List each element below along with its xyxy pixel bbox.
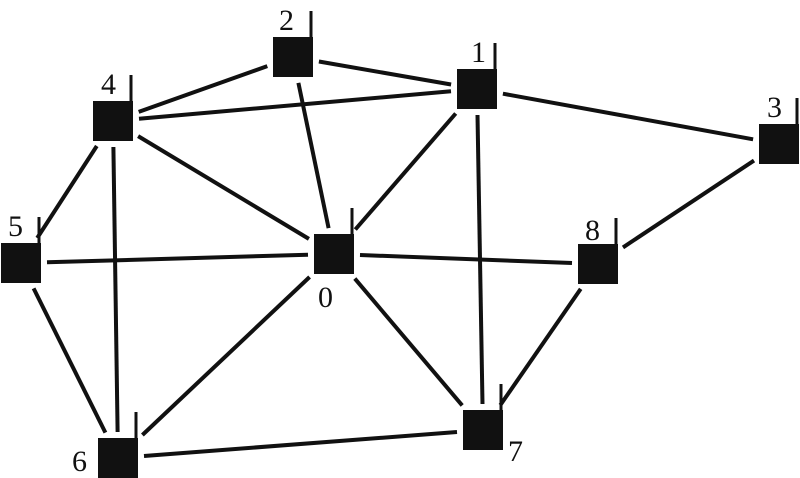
edge-4-1 <box>138 89 452 121</box>
node-7: 7 <box>463 384 523 468</box>
node-box <box>314 234 354 274</box>
antenna-icon <box>119 75 133 105</box>
antenna-icon <box>124 412 138 442</box>
edge-2-1 <box>318 59 452 87</box>
antenna-icon <box>489 384 503 414</box>
edges <box>31 59 756 458</box>
node-box <box>759 124 799 164</box>
edge-4-5 <box>35 144 99 240</box>
node-6: 6 <box>72 412 138 478</box>
antenna-icon <box>27 217 41 247</box>
antenna-icon <box>785 98 799 128</box>
node-box <box>463 410 503 450</box>
node-label: 5 <box>8 210 23 243</box>
edge-0-8 <box>359 253 573 265</box>
node-label: 6 <box>72 445 87 478</box>
edge-4-6 <box>111 146 120 433</box>
edge-6-7 <box>143 430 458 458</box>
edge-2-4 <box>138 64 268 114</box>
edge-3-8 <box>621 158 756 250</box>
antenna-icon <box>483 43 497 73</box>
node-label: 0 <box>318 281 333 314</box>
node-4: 4 <box>93 68 133 141</box>
node-2: 2 <box>273 4 313 77</box>
node-label: 2 <box>279 4 294 37</box>
node-box <box>273 37 313 77</box>
edge-5-0 <box>46 252 309 265</box>
edge-0-6 <box>141 275 311 437</box>
wireless-node-icon <box>759 98 799 164</box>
node-label: 4 <box>101 68 116 101</box>
antenna-icon <box>299 11 313 41</box>
node-5: 5 <box>1 210 41 283</box>
nodes: 0 1 2 3 4 5 6 7 8 <box>1 4 799 478</box>
wireless-node-icon <box>98 412 138 478</box>
node-8: 8 <box>578 214 618 284</box>
edge-1-3 <box>502 91 754 142</box>
node-label: 8 <box>585 214 600 247</box>
edge-1-0 <box>353 112 458 231</box>
node-box <box>1 243 41 283</box>
node-label: 1 <box>471 36 486 69</box>
wireless-node-icon <box>578 218 618 284</box>
antenna-icon <box>604 218 618 248</box>
antenna-icon <box>340 208 354 238</box>
wireless-node-icon <box>463 384 503 450</box>
wireless-node-icon <box>314 208 354 274</box>
edge-0-7 <box>353 277 464 407</box>
edge-8-7 <box>498 287 583 407</box>
edge-2-0 <box>296 82 331 229</box>
wireless-node-icon <box>1 217 41 283</box>
wireless-node-icon <box>93 75 133 141</box>
wireless-node-icon <box>273 11 313 77</box>
node-box <box>93 101 133 141</box>
node-label: 7 <box>508 435 523 468</box>
node-box <box>457 69 497 109</box>
node-0: 0 <box>314 208 354 314</box>
edge-4-0 <box>137 134 310 241</box>
node-box <box>98 438 138 478</box>
node-1: 1 <box>457 36 497 109</box>
node-3: 3 <box>759 91 799 164</box>
wireless-node-icon <box>457 43 497 109</box>
edge-5-6 <box>31 287 108 434</box>
node-box <box>578 244 618 284</box>
node-label: 3 <box>767 91 782 124</box>
